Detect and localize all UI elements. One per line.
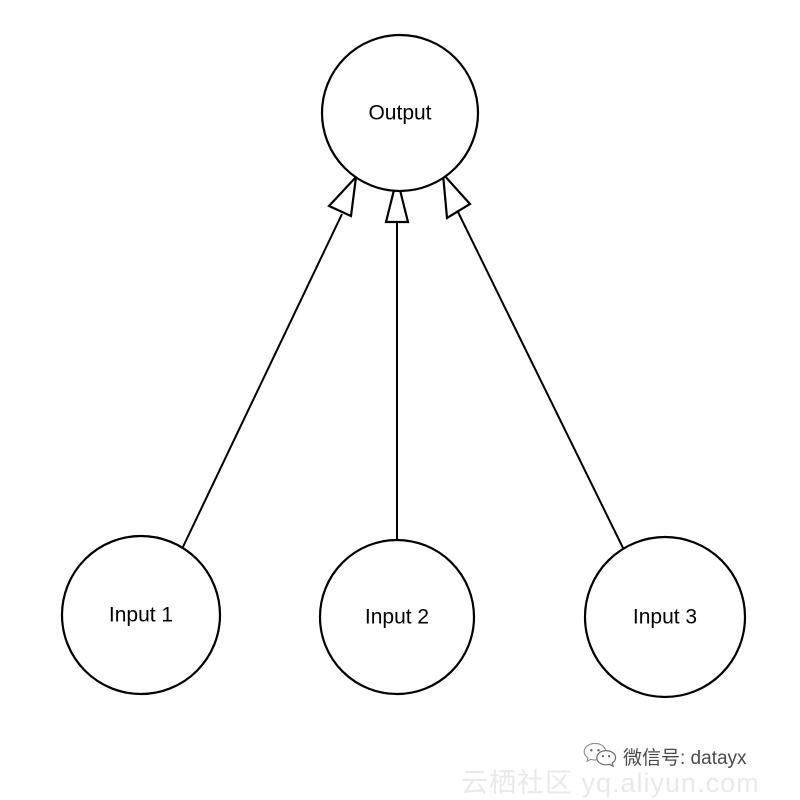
edge-input1-output-shaft — [180, 213, 343, 552]
watermark: 云栖社区 yq.aliyun.com 微信号: datayx — [455, 741, 800, 799]
node-output[interactable]: Output — [320, 33, 480, 193]
wechat-icon — [583, 742, 617, 768]
watermark-wechat-id: 微信号: datayx — [623, 747, 747, 769]
node-input3-circle[interactable] — [583, 535, 747, 699]
edge-group — [180, 170, 626, 553]
edge-input3-output-shaft — [456, 209, 626, 553]
node-input3-label: Input 3 — [633, 606, 697, 629]
node-input1-circle[interactable] — [60, 534, 222, 696]
edge-input2-output-arrowhead — [384, 177, 410, 224]
node-input1[interactable]: Input 1 — [60, 534, 222, 696]
node-input1-label: Input 1 — [109, 604, 173, 627]
watermark-faded-text: 云栖社区 yq.aliyun.com — [461, 768, 760, 798]
node-output-label: Output — [368, 102, 431, 125]
node-input2-circle[interactable] — [318, 538, 476, 696]
node-input3[interactable]: Input 3 — [583, 535, 747, 699]
edge-input1-output-arrowhead — [327, 173, 358, 218]
node-input2[interactable]: Input 2 — [318, 538, 476, 696]
watermark-foreground: 微信号: datayx — [583, 741, 747, 771]
node-input2-label: Input 2 — [365, 606, 429, 629]
node-output-circle[interactable] — [320, 33, 480, 193]
edge-input3-output-arrowhead — [441, 170, 472, 220]
